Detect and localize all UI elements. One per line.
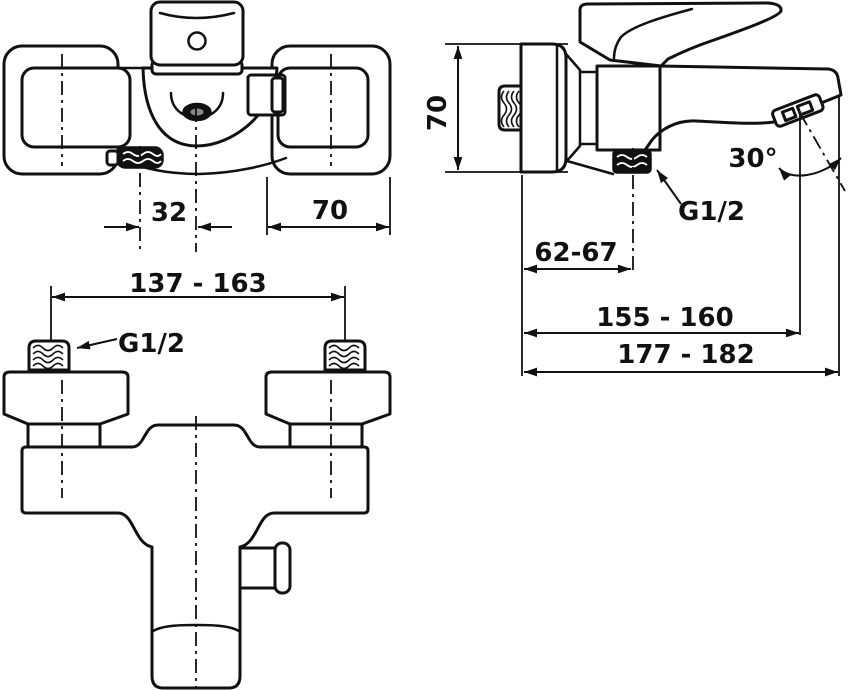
dimension-label-137-163: 137 - 163 xyxy=(129,269,266,299)
angle-arc-30 xyxy=(778,157,842,181)
right-escutcheon-back xyxy=(264,370,392,426)
thread-hatch xyxy=(328,344,360,370)
thread-label-side: G1/2 xyxy=(678,197,745,227)
left-escutcheon-step xyxy=(26,422,102,449)
spout-side xyxy=(643,64,843,152)
thread-hatch xyxy=(515,90,523,128)
bottom-outlet-thread xyxy=(612,149,652,174)
mixer-body-side xyxy=(595,64,662,152)
connector-cone-lines xyxy=(578,70,599,146)
thread-callout-arrow xyxy=(76,338,118,350)
port-thread-hatch xyxy=(122,158,162,164)
spout-stub-back xyxy=(238,546,279,590)
side-view: 70 xyxy=(423,1,846,377)
dimension-label-70: 70 xyxy=(312,196,348,226)
dimension-label-32: 32 xyxy=(151,198,187,228)
wall-thread-stub xyxy=(497,84,523,132)
outlet-thread-hatch xyxy=(616,162,648,168)
connector-cone xyxy=(564,52,582,164)
port-flange xyxy=(105,149,120,167)
aerator-side xyxy=(771,93,825,128)
lever-inner-curve xyxy=(612,7,694,60)
right-escutcheon-step xyxy=(288,422,364,449)
angle-label-30: 30° xyxy=(728,144,777,174)
diverter-knob-cap xyxy=(270,76,285,114)
thread-hatch xyxy=(500,90,508,128)
dimension-label-62-67: 62-67 xyxy=(534,238,617,268)
thread-hatch xyxy=(510,90,518,128)
left-escutcheon-inner xyxy=(20,66,132,149)
left-escutcheon-back xyxy=(2,370,130,426)
dimension-label-155-160: 155 - 160 xyxy=(596,303,733,333)
right-escutcheon-inner xyxy=(276,66,370,149)
handle-curve xyxy=(158,11,236,20)
port-thread-hatch xyxy=(122,151,162,157)
body-chamfer xyxy=(565,159,615,176)
thread-hatch xyxy=(505,90,513,128)
dimension-label-70v: 70 xyxy=(423,95,453,131)
handle-index-dot xyxy=(187,31,207,51)
spout-stub-cap xyxy=(273,541,292,595)
dimension-label-177-182: 177 - 182 xyxy=(617,340,754,370)
aerator-core xyxy=(190,108,204,116)
mixer-body-back xyxy=(20,423,370,690)
lever-handle-side xyxy=(578,1,783,68)
top-view: 32 70 xyxy=(2,0,392,252)
thread-label-back: G1/2 xyxy=(118,329,185,359)
wall-escutcheon-side xyxy=(519,42,568,174)
thread-callout-arrow xyxy=(656,169,682,205)
back-view: 137 - 163 G1/2 xyxy=(2,269,392,690)
outlet-thread-hatch xyxy=(616,154,648,160)
thread-hatch xyxy=(32,344,64,370)
